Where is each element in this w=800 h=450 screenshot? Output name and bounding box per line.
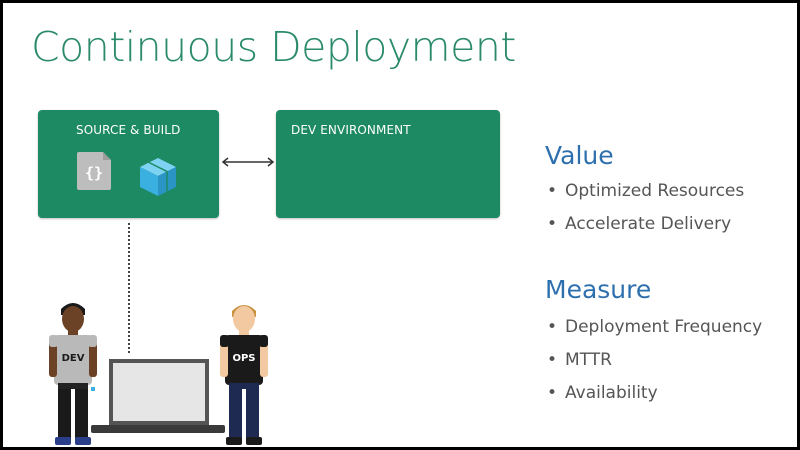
double-arrow-icon xyxy=(221,157,275,167)
source-build-label: SOURCE & BUILD xyxy=(76,123,181,137)
package-cube-icon xyxy=(140,158,176,196)
list-item: Optimized Resources xyxy=(545,175,744,208)
list-item: Availability xyxy=(545,377,762,410)
measure-bullet-list: Deployment Frequency MTTR Availability xyxy=(545,311,762,410)
dev-environment-box: DEV ENVIRONMENT xyxy=(276,110,500,218)
dev-environment-label: DEV ENVIRONMENT xyxy=(291,123,411,137)
value-heading: Value xyxy=(545,141,614,170)
list-item: MTTR xyxy=(545,344,762,377)
dotted-connector-line xyxy=(128,223,130,353)
measure-heading: Measure xyxy=(545,275,652,304)
ops-person-figure: OPS xyxy=(220,305,268,445)
laptop-icon xyxy=(91,359,225,433)
svg-text:{}: {} xyxy=(85,164,103,182)
source-build-box: SOURCE & BUILD {} xyxy=(38,110,219,218)
value-bullet-list: Optimized Resources Accelerate Delivery xyxy=(545,175,744,241)
slide-title: Continuous Deployment xyxy=(31,23,516,71)
dev-shirt-label: DEV xyxy=(62,353,85,364)
code-file-icon: {} xyxy=(77,152,111,190)
list-item: Accelerate Delivery xyxy=(545,208,744,241)
ops-shirt-label: OPS xyxy=(232,353,255,364)
list-item: Deployment Frequency xyxy=(545,311,762,344)
slide: Continuous Deployment SOURCE & BUILD {} … xyxy=(3,3,797,447)
dev-person-figure: DEV xyxy=(49,303,97,445)
